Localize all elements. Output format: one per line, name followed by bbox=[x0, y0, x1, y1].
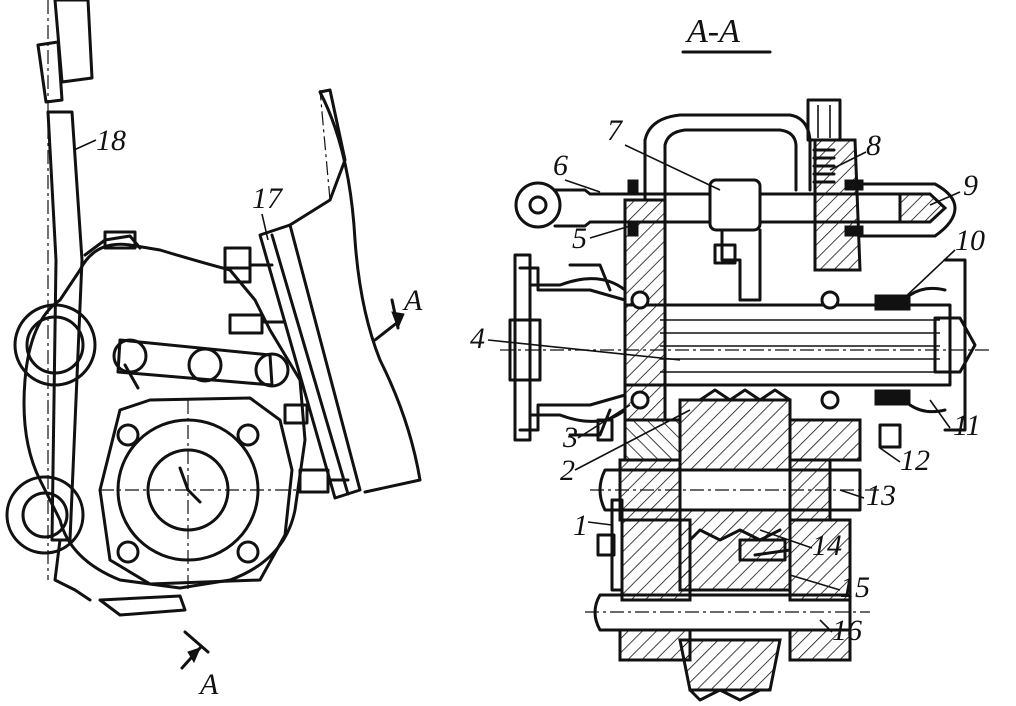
label-14: 14 bbox=[812, 529, 842, 562]
label-4: 4 bbox=[470, 322, 485, 355]
section-title: A-A bbox=[685, 13, 740, 50]
shift-rod bbox=[514, 179, 957, 238]
label-17: 17 bbox=[252, 182, 284, 215]
flange bbox=[98, 396, 300, 590]
cut-mark-upper-label: A bbox=[402, 284, 423, 317]
label-7: 7 bbox=[607, 114, 624, 147]
label-9: 9 bbox=[963, 169, 978, 202]
mounting-plate bbox=[223, 223, 362, 500]
label-18: 18 bbox=[96, 124, 126, 157]
panel bbox=[288, 88, 422, 494]
steering-housing bbox=[5, 230, 307, 617]
side-view: A A 18 17 bbox=[5, 0, 423, 701]
label-5: 5 bbox=[572, 222, 587, 255]
cut-mark-lower: A bbox=[180, 630, 219, 701]
label-10: 10 bbox=[955, 224, 985, 257]
section-view: A-A bbox=[470, 13, 990, 702]
cut-mark-lower-label: A bbox=[198, 668, 219, 701]
main-shaft bbox=[500, 258, 990, 432]
label-12: 12 bbox=[900, 444, 930, 477]
shift-fork bbox=[708, 178, 762, 302]
label-3: 3 bbox=[562, 421, 578, 454]
label-8: 8 bbox=[866, 129, 881, 162]
label-1: 1 bbox=[573, 509, 588, 542]
pedal-lever bbox=[36, 0, 94, 580]
link-rod bbox=[112, 338, 290, 390]
label-6: 6 bbox=[553, 149, 568, 182]
label-2: 2 bbox=[560, 454, 575, 487]
label-15: 15 bbox=[840, 571, 870, 604]
label-13: 13 bbox=[866, 479, 896, 512]
cut-mark-upper: A bbox=[373, 284, 423, 342]
gear-train bbox=[678, 388, 792, 592]
label-16: 16 bbox=[832, 614, 862, 647]
label-11: 11 bbox=[953, 409, 981, 442]
